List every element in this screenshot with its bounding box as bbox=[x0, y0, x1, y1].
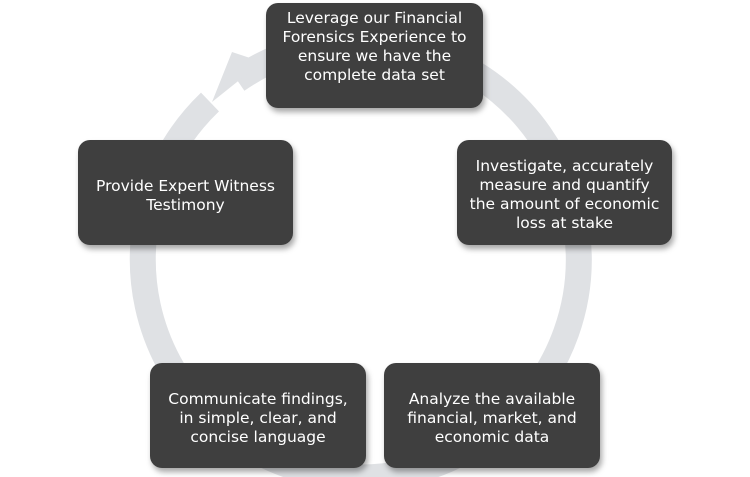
cycle-step-3-label: Analyze the available financial, market,… bbox=[407, 390, 577, 446]
cycle-step-2: Investigate, accurately measure and quan… bbox=[457, 140, 672, 245]
cycle-step-4: Communicate findings, in simple, clear, … bbox=[150, 363, 366, 468]
cycle-step-3: Analyze the available financial, market,… bbox=[384, 363, 600, 468]
cycle-step-4-label: Communicate findings, in simple, clear, … bbox=[168, 390, 348, 446]
cycle-step-1-label: Leverage our Financial Forensics Experie… bbox=[282, 9, 467, 84]
cycle-step-1: Leverage our Financial Forensics Experie… bbox=[266, 3, 483, 108]
cycle-arrowhead-icon bbox=[212, 52, 262, 102]
cycle-step-5-label: Provide Expert Witness Testimony bbox=[96, 177, 275, 214]
cycle-step-2-label: Investigate, accurately measure and quan… bbox=[469, 157, 660, 232]
cycle-step-5: Provide Expert Witness Testimony bbox=[78, 140, 293, 245]
